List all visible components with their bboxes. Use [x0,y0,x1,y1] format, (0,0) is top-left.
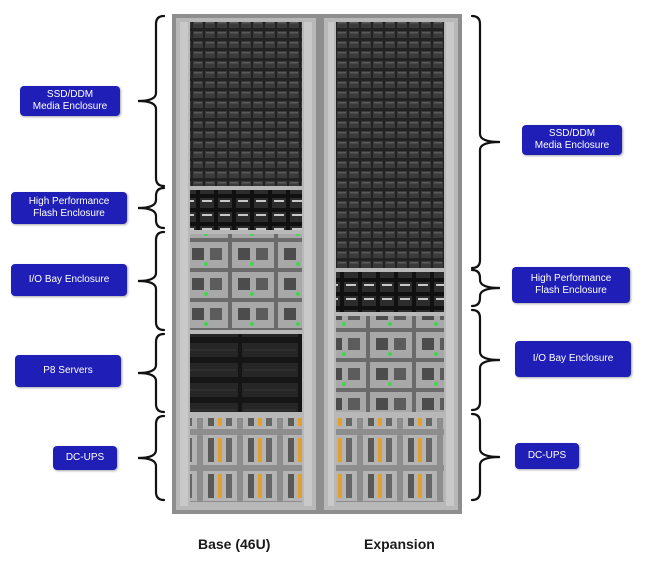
expansion-label-media-enclosure: SSD/DDM Media Enclosure [522,125,622,155]
expansion-flash-enclosure [336,272,444,312]
expansion-label-flash-enclosure: High Performance Flash Enclosure [512,267,630,303]
brace-base-io-bay [137,230,166,332]
expansion-label-dc-ups: DC-UPS [515,443,579,469]
base-label-flash-enclosure: High Performance Flash Enclosure [11,192,127,224]
expansion-io-bay [336,316,444,412]
expansion-label-io-bay-enclosure: I/O Bay Enclosure [515,341,631,377]
brace-expansion-flash [470,268,501,308]
brace-base-media [137,14,166,188]
expansion-dc-ups [336,418,444,502]
brace-base-p8 [137,332,166,414]
brace-expansion-dc-ups [470,412,501,502]
expansion-caption: Expansion [364,536,435,552]
base-label-p8-servers: P8 Servers [15,355,121,387]
expansion-media-enclosure [336,22,444,268]
brace-base-dc-ups [137,414,166,502]
base-dc-ups [190,418,302,502]
base-p8-servers [190,334,302,412]
brace-base-flash [137,186,166,230]
base-label-io-bay-enclosure: I/O Bay Enclosure [11,264,127,296]
base-label-dc-ups: DC-UPS [53,446,117,470]
brace-expansion-io-bay [470,308,501,412]
base-caption: Base (46U) [198,536,271,552]
base-media-enclosure [190,22,302,186]
base-label-media-enclosure: SSD/DDM Media Enclosure [20,86,120,116]
base-flash-enclosure [190,190,302,230]
brace-expansion-media [470,14,501,270]
base-io-bay [190,234,302,330]
